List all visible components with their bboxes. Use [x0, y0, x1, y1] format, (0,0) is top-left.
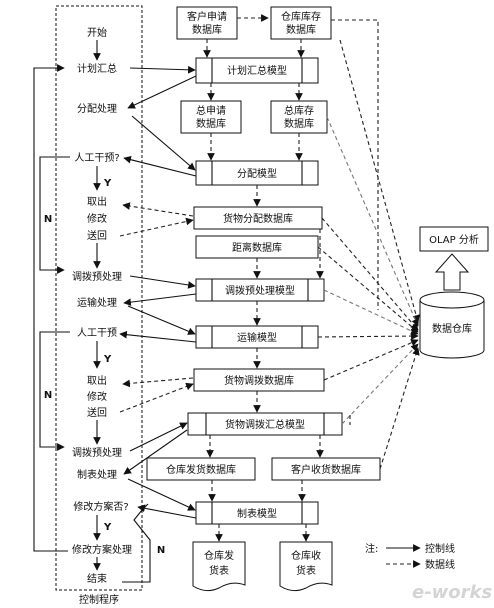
dispatch-preprocess-model-label: 调拨预处理模型 [225, 284, 295, 297]
yes-1: Y [103, 178, 112, 189]
total-stock-db-label: 数据库 [284, 117, 314, 130]
control-line [129, 65, 196, 74]
up-arrow-icon [434, 253, 470, 291]
return-1: 送回 [87, 229, 107, 242]
start-label: 开始 [87, 26, 107, 39]
data-line [323, 339, 419, 381]
total-request-db-label: 总申请 [196, 104, 226, 117]
total-stock-db-label: 总库存 [284, 104, 314, 117]
dispatch-summary-model-label: 货物调拨汇总模型 [225, 418, 305, 431]
end-label: 结束 [87, 572, 107, 585]
no-3: N [157, 545, 165, 556]
customer-db-box [176, 6, 238, 40]
plan-summary-label: 计划汇总 [77, 62, 117, 75]
dispatch-pre-1: 调拨预处理 [72, 270, 122, 283]
data-line [331, 19, 379, 310]
total-stock-db-box [270, 100, 328, 134]
warehouse-receive-table-label: 货表 [296, 564, 316, 577]
control-line [123, 155, 197, 177]
modify-2: 修改 [87, 390, 107, 403]
control-line [127, 305, 196, 335]
dispatch-pre-2: 调拨预处理 [72, 446, 122, 459]
return-2: 送回 [87, 406, 107, 419]
warehouse-ship-db-label: 仓库发货数据库 [166, 463, 236, 476]
control-line [137, 504, 197, 519]
control-line [129, 422, 188, 452]
control-line [123, 429, 188, 475]
total-request-db-label: 数据库 [196, 117, 226, 130]
data-line [339, 39, 420, 323]
customer-receive-db-label: 客户收货数据库 [291, 463, 361, 476]
warehouse-ship-table-label: 仓库发 [204, 549, 234, 562]
goods-dispatch-db-label: 货物调拨数据库 [224, 374, 294, 387]
data-line [119, 382, 194, 413]
legend-data-label: 数据线 [425, 558, 455, 571]
loop-line [33, 64, 68, 552]
loop-line [39, 331, 70, 451]
control-line [127, 478, 196, 511]
modify-plan-question: 修改方案否? [73, 500, 128, 513]
manual-intervention-1: 人工干预? [74, 152, 119, 164]
warehouse-receive-table-label: 仓库收 [291, 549, 321, 562]
data-line [379, 347, 420, 470]
distance-db-label: 距离数据库 [232, 241, 282, 254]
control-line [119, 330, 197, 343]
data-line [341, 343, 419, 425]
report-model-box [195, 501, 319, 525]
data-line [122, 202, 194, 217]
loop-line [39, 156, 70, 274]
modify-plan-label: 修改方案处理 [72, 543, 132, 556]
allocation-model-box [195, 160, 319, 186]
yes-2: Y [103, 354, 112, 365]
data-line [317, 246, 419, 333]
warehouse-receive-table-doc [279, 541, 333, 592]
legend-control-label: 控制线 [425, 542, 455, 555]
warehouse-ship-table-doc [192, 541, 246, 592]
data-line [321, 217, 419, 331]
plan-model-label: 计划汇总模型 [227, 64, 287, 77]
data-line [317, 332, 419, 340]
data-line [122, 377, 194, 388]
data-warehouse-label: 数据仓库 [432, 322, 472, 335]
data-line [326, 116, 419, 327]
data-line [323, 289, 419, 335]
control-line [131, 115, 196, 171]
transport-model-label: 运输模型 [237, 331, 277, 344]
control-line [129, 275, 196, 289]
olap-box [419, 226, 489, 252]
fetch-1: 取出 [87, 195, 107, 208]
stock-db-box [270, 6, 332, 40]
customer-db-label: 客户申请 [187, 10, 227, 23]
loop-line [122, 503, 151, 583]
customer-db-label: 数据库 [192, 23, 222, 36]
data-line [119, 217, 194, 237]
goods-allocation-db-label: 货物分配数据库 [223, 212, 293, 225]
control-program-frame [55, 5, 143, 591]
no-1: N [44, 214, 52, 225]
legend-note: 注: [365, 542, 378, 555]
control-line [123, 293, 197, 306]
data-warehouse-cylinder [419, 291, 485, 359]
no-2: N [44, 390, 52, 401]
plan-model-box [195, 57, 319, 84]
watermark-logo: e-works [412, 582, 493, 603]
olap-label: OLAP 分析 [429, 233, 479, 246]
fetch-2: 取出 [87, 374, 107, 387]
modify-1: 修改 [87, 212, 107, 225]
warehouse-ship-db-box [146, 457, 256, 481]
warehouse-ship-table-label: 货表 [209, 564, 229, 577]
yes-3: Y [103, 522, 112, 533]
allocation-label: 分配处理 [77, 103, 117, 115]
transport-label: 运输处理 [77, 296, 117, 309]
total-request-db-box [180, 100, 242, 134]
report-label: 制表处理 [77, 468, 117, 481]
control-line [127, 75, 197, 109]
stock-db-label: 仓库库存 [281, 10, 321, 23]
stock-db-label: 数据库 [286, 23, 316, 36]
manual-intervention-2: 人工干预 [77, 327, 117, 339]
report-model-label: 制表模型 [237, 507, 277, 520]
control-program-title: 控制程序 [79, 593, 119, 606]
allocation-model-label: 分配模型 [237, 167, 277, 180]
